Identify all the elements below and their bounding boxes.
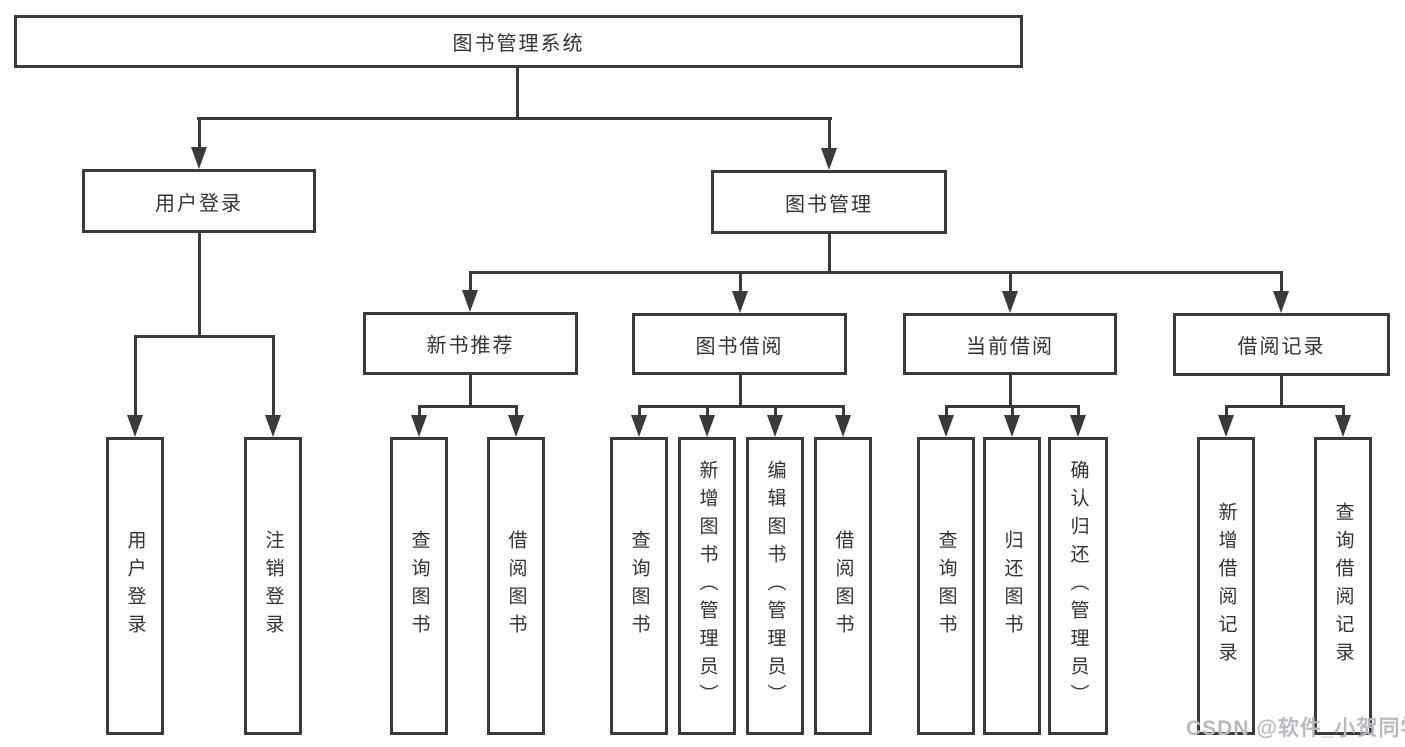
node-leaf-add-book-admin: 新增图书（管理员）	[678, 437, 736, 735]
node-leaf-query-book-2: 查询图书	[610, 437, 668, 735]
arrow-down-icon	[1070, 415, 1086, 437]
connector-line	[468, 272, 472, 292]
connector-line	[197, 118, 201, 149]
connector-line	[468, 270, 1283, 274]
node-new-book-recommend: 新书推荐	[363, 312, 578, 375]
connector-line	[1279, 376, 1283, 408]
connector-line	[637, 406, 641, 417]
arrow-down-icon	[411, 415, 427, 437]
connector-line	[637, 404, 845, 408]
connector-line	[773, 406, 777, 417]
arrow-down-icon	[821, 148, 837, 170]
arrow-down-icon	[462, 290, 478, 312]
connector-line	[515, 68, 519, 120]
arrow-down-icon	[1002, 291, 1018, 313]
arrow-down-icon	[265, 415, 281, 437]
arrow-down-icon	[767, 415, 783, 437]
arrow-down-icon	[938, 415, 954, 437]
connector-line	[133, 336, 137, 417]
arrow-down-icon	[191, 147, 207, 169]
node-leaf-query-book-3: 查询图书	[917, 437, 975, 735]
node-user-login: 用户登录	[82, 169, 316, 233]
connector-line	[417, 406, 421, 417]
connector-line	[738, 272, 742, 293]
node-leaf-add-record: 新增借阅记录	[1197, 437, 1255, 735]
watermark: CSDN @软件_小贺同学	[1186, 717, 1405, 740]
node-label: 图书管理	[785, 193, 873, 216]
node-label: 用户登录	[155, 192, 243, 215]
node-label: 新书推荐	[426, 335, 515, 357]
connector-line	[1008, 272, 1012, 293]
connector-line	[705, 406, 709, 417]
node-leaf-edit-book-admin: 编辑图书（管理员）	[746, 437, 804, 735]
node-label: 归还图书	[1001, 530, 1023, 642]
arrow-down-icon	[508, 415, 524, 437]
node-borrow-records: 借阅记录	[1173, 313, 1390, 376]
arrow-down-icon	[1004, 415, 1020, 437]
arrow-down-icon	[835, 415, 851, 437]
node-current-borrow: 当前借阅	[903, 313, 1117, 375]
node-label: 注销登录	[262, 530, 284, 642]
node-label: 新增借阅记录	[1215, 502, 1237, 670]
connector-line	[1008, 375, 1012, 408]
arrow-down-icon	[732, 291, 748, 313]
connector-line	[1279, 272, 1283, 293]
node-leaf-return-book: 归还图书	[983, 437, 1041, 735]
arrow-down-icon	[1218, 415, 1234, 437]
node-leaf-query-record: 查询借阅记录	[1314, 437, 1372, 735]
node-label: 查询图书	[935, 530, 957, 642]
connector-line	[133, 334, 275, 338]
connector-line	[1341, 406, 1345, 417]
connector-line	[841, 406, 845, 417]
arrow-down-icon	[1273, 291, 1289, 313]
node-leaf-confirm-return: 确认归还（管理员）	[1048, 437, 1108, 735]
connector-line	[827, 234, 831, 274]
node-book-management: 图书管理	[711, 170, 947, 234]
connector-line	[514, 406, 518, 417]
arrow-down-icon	[127, 415, 143, 437]
node-leaf-logout: 注销登录	[244, 437, 302, 735]
node-label: 图书借阅	[695, 335, 784, 358]
node-label: 查询借阅记录	[1332, 502, 1354, 670]
node-label: 借阅记录	[1237, 336, 1326, 358]
node-leaf-borrow-book-1: 借阅图书	[487, 437, 545, 735]
node-root: 图书管理系统	[14, 15, 1023, 68]
connector-line	[1076, 406, 1080, 417]
node-leaf-borrow-book-2: 借阅图书	[814, 437, 872, 735]
arrow-down-icon	[1335, 415, 1351, 437]
connector-line	[738, 375, 742, 408]
connector-line	[417, 404, 518, 408]
node-label: 查询图书	[628, 530, 650, 642]
node-leaf-user-login: 用户登录	[106, 437, 164, 735]
connector-line	[827, 118, 831, 150]
connector-line	[1224, 406, 1228, 417]
node-label: 查询图书	[408, 530, 430, 642]
node-book-borrow: 图书借阅	[632, 313, 847, 375]
connector-line	[944, 406, 948, 417]
arrow-down-icon	[631, 415, 647, 437]
node-label: 当前借阅	[966, 335, 1054, 358]
arrow-down-icon	[699, 415, 715, 437]
connector-line	[468, 375, 472, 408]
node-label: 图书管理系统	[452, 33, 585, 55]
connector-line	[197, 233, 201, 338]
node-label: 借阅图书	[505, 530, 527, 642]
connector-line	[271, 336, 275, 417]
node-label: 用户登录	[124, 530, 146, 642]
connector-line	[1010, 406, 1014, 417]
connector-line	[196, 116, 832, 120]
node-label: 新增图书（管理员）	[696, 460, 718, 712]
node-label: 编辑图书（管理员）	[764, 460, 786, 712]
node-label: 确认归还（管理员）	[1067, 460, 1089, 712]
node-label: 借阅图书	[832, 530, 854, 642]
connector-line	[1224, 404, 1345, 408]
node-leaf-query-book-1: 查询图书	[390, 437, 448, 735]
